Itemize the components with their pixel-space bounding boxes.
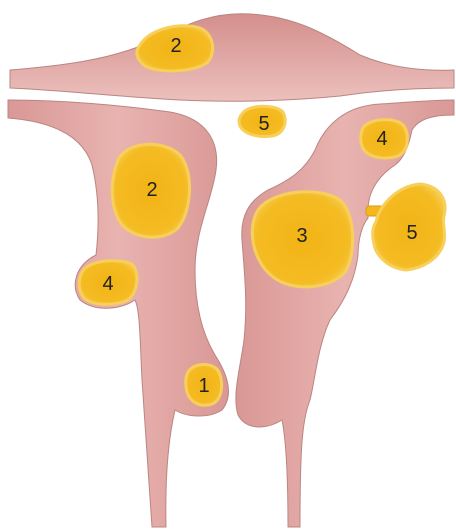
- fibroid-left-lower: 1: [186, 365, 222, 406]
- fibroid-label-left-large: 2: [146, 179, 157, 201]
- fibroid-mid: 5: [239, 106, 285, 136]
- right-uterine-wall: [236, 100, 454, 527]
- fibroid-left-large: 2: [112, 144, 189, 237]
- fibroid-top: 2: [137, 26, 213, 71]
- fibroid-right-top: 4: [361, 120, 408, 158]
- fibroid-right-center: 3: [252, 192, 352, 287]
- fibroid-label-left-bulge: 4: [102, 273, 113, 295]
- fibroid-label-right-top: 4: [376, 128, 387, 150]
- fibroid-label-right-stalk: 5: [406, 222, 417, 244]
- fibroid-label-top: 2: [170, 35, 181, 57]
- fibroid-left-bulge: 4: [79, 261, 137, 305]
- fibroid-right-stalk: 5: [373, 184, 445, 270]
- fibroid-label-left-lower: 1: [198, 375, 209, 397]
- fibroid-label-mid: 5: [258, 113, 269, 135]
- fibroid-label-right-center: 3: [296, 225, 307, 247]
- top-tissue-band: [10, 14, 454, 101]
